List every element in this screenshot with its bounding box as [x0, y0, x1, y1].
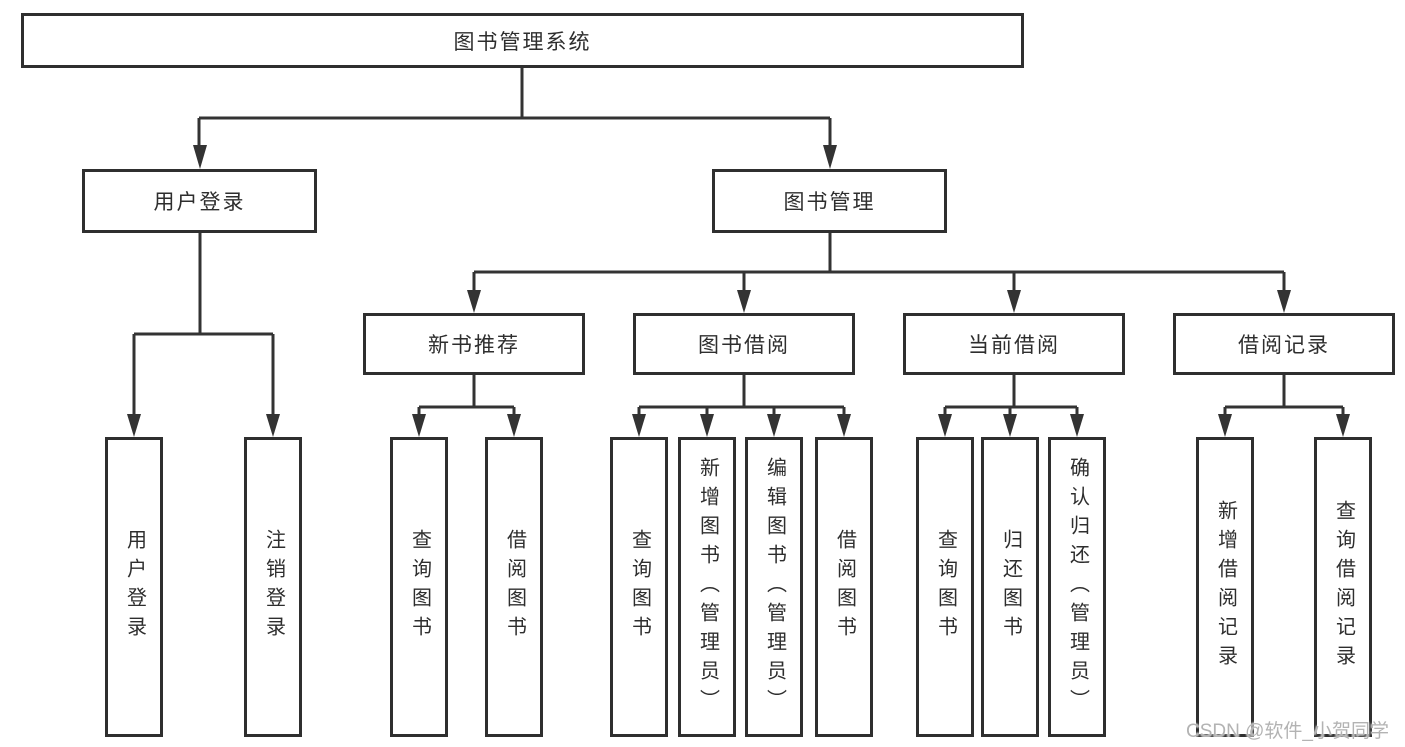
- node-label: 新增图书（管理员）: [696, 456, 719, 718]
- node-label: 当前借阅: [968, 334, 1060, 357]
- node-label: 借阅记录: [1238, 334, 1330, 357]
- arrow-down-icon: [193, 145, 207, 169]
- leaf-borrow-books-recommend: 借阅图书: [485, 437, 543, 737]
- leaf-user-login: 用户登录: [105, 437, 163, 737]
- arrow-down-icon: [1218, 414, 1232, 437]
- arrow-down-icon: [127, 414, 141, 437]
- arrow-down-icon: [507, 414, 521, 437]
- node-root: 图书管理系统: [21, 13, 1024, 68]
- leaf-add-borrow-record: 新增借阅记录: [1196, 437, 1254, 737]
- leaf-return-book: 归还图书: [981, 437, 1039, 737]
- leaf-add-book-admin: 新增图书（管理员）: [678, 437, 736, 737]
- arrow-down-icon: [467, 290, 481, 313]
- leaf-query-books-borrow: 查询图书: [610, 437, 668, 737]
- node-user-login: 用户登录: [82, 169, 317, 233]
- arrow-down-icon: [1277, 290, 1291, 313]
- leaf-query-books-current: 查询图书: [916, 437, 974, 737]
- connector-segments: [132, 68, 1345, 418]
- arrow-down-icon: [412, 414, 426, 437]
- node-label: 新书推荐: [428, 334, 520, 357]
- node-label: 查询图书: [628, 529, 651, 645]
- node-label: 图书管理: [783, 191, 876, 214]
- arrow-down-icon: [938, 414, 952, 437]
- arrow-down-icon: [1070, 414, 1084, 437]
- leaf-query-borrow-record: 查询借阅记录: [1314, 437, 1372, 737]
- node-label: 查询图书: [408, 529, 431, 645]
- arrow-down-icon: [823, 145, 837, 169]
- node-label: 借阅图书: [833, 529, 856, 645]
- arrow-down-icon: [1007, 290, 1021, 313]
- node-label: 查询借阅记录: [1332, 500, 1355, 674]
- node-label: 确认归还（管理员）: [1066, 456, 1089, 718]
- node-label: 图书管理系统: [453, 30, 592, 54]
- arrow-down-icon: [700, 414, 714, 437]
- node-label: 编辑图书（管理员）: [763, 456, 786, 718]
- leaf-logout: 注销登录: [244, 437, 302, 737]
- node-label: 用户登录: [153, 191, 246, 214]
- node-label: 用户登录: [123, 529, 146, 645]
- csdn-watermark: CSDN @软件_小贺同学: [1186, 721, 1389, 742]
- arrow-down-icon: [767, 414, 781, 437]
- node-label: 新增借阅记录: [1214, 500, 1237, 674]
- node-label: 归还图书: [999, 529, 1022, 645]
- leaf-edit-book-admin: 编辑图书（管理员）: [745, 437, 803, 737]
- node-label: 借阅图书: [503, 529, 526, 645]
- leaf-query-books-recommend: 查询图书: [390, 437, 448, 737]
- node-label: 查询图书: [934, 529, 957, 645]
- arrow-down-icon: [632, 414, 646, 437]
- leaf-confirm-return-admin: 确认归还（管理员）: [1048, 437, 1106, 737]
- arrow-down-icon: [266, 414, 280, 437]
- node-current-borrow: 当前借阅: [903, 313, 1125, 375]
- node-label: 图书借阅: [698, 334, 790, 357]
- leaf-borrow-books: 借阅图书: [815, 437, 873, 737]
- node-borrow-records: 借阅记录: [1173, 313, 1395, 375]
- node-new-book-recommend: 新书推荐: [363, 313, 585, 375]
- node-book-management: 图书管理: [712, 169, 947, 233]
- arrow-down-icon: [837, 414, 851, 437]
- arrowheads: [127, 145, 1350, 437]
- arrow-down-icon: [1336, 414, 1350, 437]
- node-book-borrow: 图书借阅: [633, 313, 855, 375]
- node-label: 注销登录: [262, 529, 285, 645]
- arrow-down-icon: [1003, 414, 1017, 437]
- arrow-down-icon: [737, 290, 751, 313]
